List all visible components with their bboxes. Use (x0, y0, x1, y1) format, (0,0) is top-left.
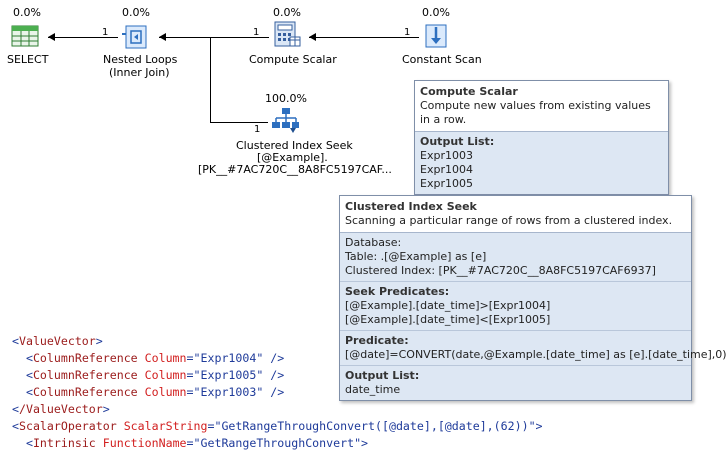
compute-scalar-cost: 0.0% (273, 6, 301, 19)
edge-line (159, 37, 269, 38)
compute-scalar-label: Compute Scalar (249, 53, 337, 66)
tooltip-description: Compute new values from existing values … (420, 99, 651, 126)
clustered-index-row: Clustered Index: [PK__#7AC720C__8A8FC519… (345, 264, 656, 277)
index-seek-table: [@Example]. (257, 151, 328, 164)
index-seek-label: Clustered Index Seek (236, 139, 353, 152)
index-seek-tooltip: Clustered Index Seek Scanning a particul… (339, 195, 727, 401)
tooltip-title: Clustered Index Seek (345, 200, 477, 213)
predicate-value: [@date]=CONVERT(date,@Example.[date_time… (345, 348, 727, 361)
output-item: date_time (345, 383, 401, 396)
constant-scan-icon[interactable] (421, 22, 451, 50)
index-seek-icon[interactable] (270, 106, 300, 134)
predicate-header: Predicate: (345, 334, 409, 347)
edge-rows: 1 (254, 124, 261, 135)
arrow-head (48, 33, 55, 41)
select-icon[interactable] (10, 22, 40, 50)
edge-rows: 1 (404, 27, 411, 38)
output-item: Expr1004 (420, 163, 473, 176)
tooltip-title: Compute Scalar (420, 85, 518, 98)
index-seek-index: [PK__#7AC720C__8A8FC5197CAF... (198, 163, 392, 176)
edge-line (210, 37, 211, 122)
table-row: Table: .[@Example] as [e] (345, 250, 487, 263)
tooltip-description: Scanning a particular range of rows from… (345, 214, 673, 227)
index-seek-cost: 100.0% (265, 92, 307, 105)
edge-line (309, 37, 419, 38)
nested-loops-icon[interactable] (120, 22, 150, 50)
edge-line (48, 37, 118, 38)
calculator-icon[interactable] (272, 20, 302, 48)
nested-loops-cost: 0.0% (122, 6, 150, 19)
database-row: Database: (345, 236, 402, 249)
xml-snippet: <ValueVector> <ColumnReference Column="E… (12, 334, 543, 450)
seek-predicate: [@Example].[date_time]>[Expr1004] (345, 299, 551, 312)
output-item: Expr1003 (420, 149, 473, 162)
constant-scan-cost: 0.0% (422, 6, 450, 19)
nested-loops-label: Nested Loops (103, 53, 178, 66)
arrow-head (159, 33, 166, 41)
seek-predicates-header: Seek Predicates: (345, 285, 450, 298)
seek-predicate: [@Example].[date_time]<[Expr1005] (345, 313, 551, 326)
edge-rows: 1 (102, 27, 109, 38)
select-label: SELECT (7, 53, 49, 66)
arrow-head (309, 33, 316, 41)
nested-loops-join-type: (Inner Join) (109, 66, 170, 79)
edge-rows: 1 (253, 27, 260, 38)
select-cost: 0.0% (13, 6, 41, 19)
output-item: Expr1005 (420, 177, 473, 190)
output-list-header: Output List: (420, 135, 495, 148)
compute-scalar-tooltip: Compute Scalar Compute new values from e… (414, 80, 669, 195)
constant-scan-label: Constant Scan (402, 53, 482, 66)
output-list-header: Output List: (345, 369, 420, 382)
edge-line (210, 122, 268, 123)
